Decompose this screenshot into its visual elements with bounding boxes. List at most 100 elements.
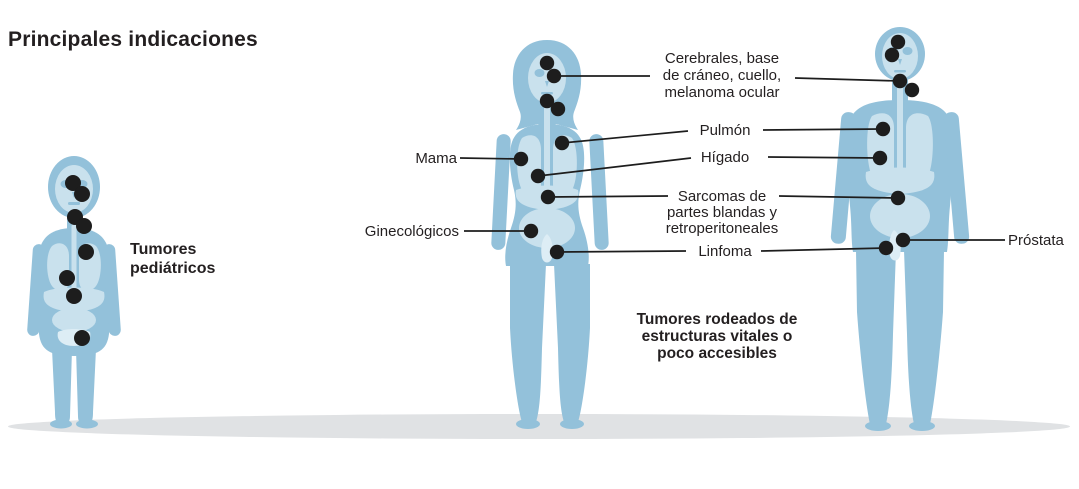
tumor-marker <box>549 244 565 260</box>
leader-lines <box>459 75 1005 253</box>
tumor-markers-woman <box>513 55 570 260</box>
woman-intestines-shape <box>519 208 575 248</box>
man-nose-shape <box>898 59 902 65</box>
tumor-marker <box>530 168 546 184</box>
tumor-marker <box>540 189 556 205</box>
caption-tumores-pediatricos: Tumores pediátricos <box>130 241 215 278</box>
tumor-marker <box>78 244 94 260</box>
tumor-marker <box>513 151 529 167</box>
man-mouth-shape <box>894 70 906 73</box>
man-eye-socket-right <box>902 47 913 55</box>
figure-man <box>830 27 970 431</box>
child-arm-right <box>103 244 121 336</box>
label-prostata: Próstata <box>1008 232 1064 249</box>
label-pulmon: Pulmón <box>699 122 751 139</box>
label-line: melanoma ocular <box>664 84 780 101</box>
woman-eye-socket-left <box>534 69 545 77</box>
woman-uterus-shape <box>541 234 553 263</box>
line-higado-man <box>767 156 881 159</box>
man-arm-left <box>830 112 857 244</box>
tumor-marker <box>904 82 920 98</box>
tumor-marker <box>878 240 894 256</box>
label-cerebrales: Cerebrales, base de cráneo, cuello, mela… <box>632 50 812 101</box>
woman-arm-right <box>589 134 609 250</box>
man-intestines-shape <box>870 194 930 238</box>
child-mouth-shape <box>68 202 80 205</box>
child-foot-left <box>50 419 72 429</box>
woman-foot-right <box>560 419 584 429</box>
tumor-marker <box>59 270 75 286</box>
line-pulmon-man <box>762 128 884 131</box>
tumor-marker <box>875 121 891 137</box>
man-arm-right <box>943 112 970 244</box>
label-mama: Mama <box>415 150 457 167</box>
line-sarcomas-woman <box>547 195 669 198</box>
label-linfoma: Linfoma <box>698 243 752 260</box>
tumor-marker <box>65 175 81 191</box>
line-mama <box>459 157 522 160</box>
man-lung-right <box>906 113 933 184</box>
line-linfoma-man <box>760 247 887 252</box>
man-leg-right <box>904 250 944 424</box>
child-intestines-shape <box>52 308 96 332</box>
tumor-marker <box>550 101 566 117</box>
line-pulmon-woman <box>561 130 689 144</box>
woman-lung-right <box>553 135 577 197</box>
child-foot-right <box>76 419 98 429</box>
page-title: Principales indicaciones <box>8 28 258 51</box>
label-line: Sarcomas de <box>677 188 767 205</box>
tumor-marker <box>74 186 90 202</box>
tumor-marker <box>546 68 562 84</box>
floor-shadow <box>8 414 1070 439</box>
man-leg-left <box>856 250 896 424</box>
label-ginecologicos: Ginecológicos <box>364 223 459 240</box>
tumor-markers-man <box>872 34 920 256</box>
label-higado: Hígado <box>700 149 750 166</box>
caption-line: estructuras vitales o <box>641 328 793 345</box>
label-line: de cráneo, cuello, <box>662 67 782 84</box>
child-arm-left <box>27 244 45 336</box>
tumor-marker <box>554 135 570 151</box>
man-skull-shape <box>882 33 918 79</box>
tumor-marker <box>539 93 555 109</box>
woman-nose-shape <box>545 81 549 87</box>
woman-leg-right <box>554 264 590 422</box>
caption-line: Tumores rodeados de <box>636 311 798 328</box>
line-linfoma-woman <box>556 250 687 253</box>
man-foot-left <box>865 421 891 431</box>
tumor-marker <box>66 288 82 304</box>
line-higado-woman <box>537 157 692 177</box>
tumor-marker <box>74 330 90 346</box>
tumor-marker <box>872 150 888 166</box>
woman-leg-left <box>510 264 546 422</box>
line-cerebrales-man <box>794 77 901 82</box>
tumor-marker <box>890 34 906 50</box>
tumor-marker <box>895 232 911 248</box>
caption-line: pediátricos <box>130 259 216 277</box>
tumor-marker <box>890 190 906 206</box>
child-leg-right <box>76 349 96 424</box>
child-leg-left <box>52 349 72 424</box>
man-liver-shape <box>865 167 935 194</box>
caption-line: poco accesibles <box>657 345 777 362</box>
tumor-marker <box>523 223 539 239</box>
woman-foot-left <box>516 419 540 429</box>
tumor-marker <box>892 73 908 89</box>
tumor-marker <box>539 55 555 71</box>
tumor-markers-child <box>59 175 94 346</box>
label-line: Cerebrales, base <box>664 50 780 67</box>
label-sarcomas: Sarcomas de partes blandas y retroperito… <box>632 189 812 237</box>
caption-line: Tumores <box>130 241 197 258</box>
tumor-marker <box>76 218 92 234</box>
woman-arm-left <box>491 134 511 250</box>
man-anatomy <box>865 33 935 261</box>
tumor-marker <box>884 47 900 63</box>
caption-tumores-rodeados: Tumores rodeados de estructuras vitales … <box>622 311 812 362</box>
label-line: retroperitoneales <box>665 220 779 237</box>
man-foot-right <box>909 421 935 431</box>
woman-mouth-shape <box>541 92 553 95</box>
line-sarcomas-man <box>778 195 899 199</box>
woman-skull-shape <box>528 53 566 103</box>
